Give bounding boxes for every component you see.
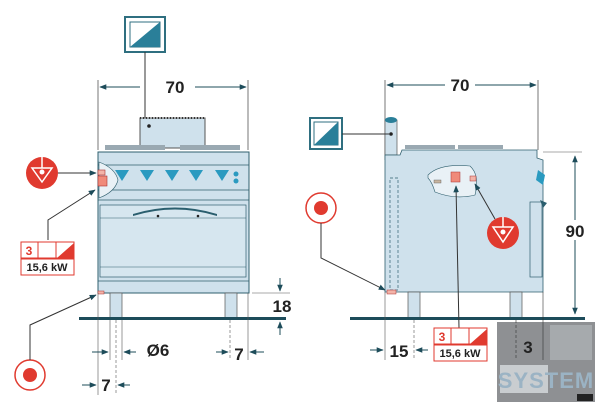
equipotential-connection-icon <box>124 16 166 125</box>
power-rating-side: 15,6 kW <box>440 348 482 360</box>
drain-connection-icon <box>14 294 97 391</box>
equipotential-terminal-icon-side <box>474 183 519 249</box>
drain-connection-icon-side <box>305 192 386 291</box>
power-rating: 15,6 kW <box>27 262 69 274</box>
side-view: 70 <box>305 76 587 362</box>
front-right-offset-dimension: 7 <box>234 345 243 364</box>
side-rear-offset-dimension: 15 <box>390 342 409 361</box>
side-depth-dimension: 70 <box>451 76 470 95</box>
phase-count-side: 3 <box>439 330 446 344</box>
equipotential-connection-icon-side <box>309 117 389 150</box>
foot-diameter-dimension: Ø6 <box>147 341 170 360</box>
control-knobs <box>115 170 239 184</box>
front-width-dimension: 70 <box>166 78 185 97</box>
side-height-dimension: 90 <box>566 222 585 241</box>
front-left-offset-dimension: 7 <box>101 376 110 395</box>
leg-height-dimension: 18 <box>273 297 292 316</box>
electrical-connection-label: 3 15,6 kW <box>20 189 96 276</box>
watermark-text: SYSTEM <box>498 368 594 393</box>
front-view: 70 <box>14 16 292 395</box>
electrical-connection-label-side: 3 15,6 kW <box>433 185 488 362</box>
side-front-offset-dimension: 3 <box>523 338 532 357</box>
phase-count: 3 <box>26 244 33 258</box>
equipotential-terminal-icon <box>26 157 97 189</box>
system-watermark-logo: 3 SYSTEM <box>497 292 595 402</box>
oven-handle <box>133 207 217 216</box>
